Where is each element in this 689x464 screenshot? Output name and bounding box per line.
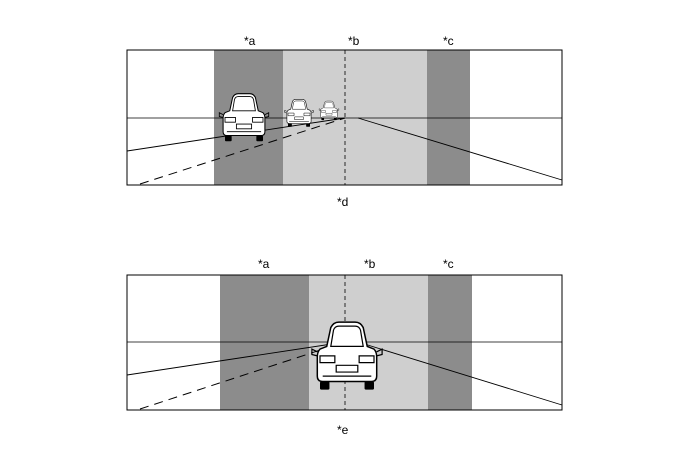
bottom-zone-a-shading [220, 275, 309, 410]
bottom-view-panel: *a *b *c *e [126, 257, 563, 437]
top-zone-c-shading [427, 50, 470, 185]
bottom-frame-border [126, 274, 563, 411]
top-zone-a-label: *a [244, 34, 256, 48]
top-lane-marking [139, 117, 346, 185]
bottom-zone-a-label: *a [258, 257, 270, 271]
top-frame-border [126, 49, 563, 186]
bottom-zone-c-label: *c [443, 257, 454, 271]
top-road-right-edge [357, 117, 563, 181]
bottom-road-right-edge [357, 341, 563, 406]
bottom-lane-marking [139, 341, 346, 410]
bottom-zone-b-label: *b [364, 257, 376, 271]
top-zone-c-label: *c [443, 34, 454, 48]
bottom-zone-c-shading [428, 275, 472, 410]
bottom-road-left-edge [126, 341, 346, 376]
top-view-panel: *a *b *c *d [126, 34, 563, 209]
bottom-caption: *e [337, 423, 349, 437]
top-zone-b-label: *b [348, 34, 360, 48]
top-caption: *d [337, 195, 348, 209]
